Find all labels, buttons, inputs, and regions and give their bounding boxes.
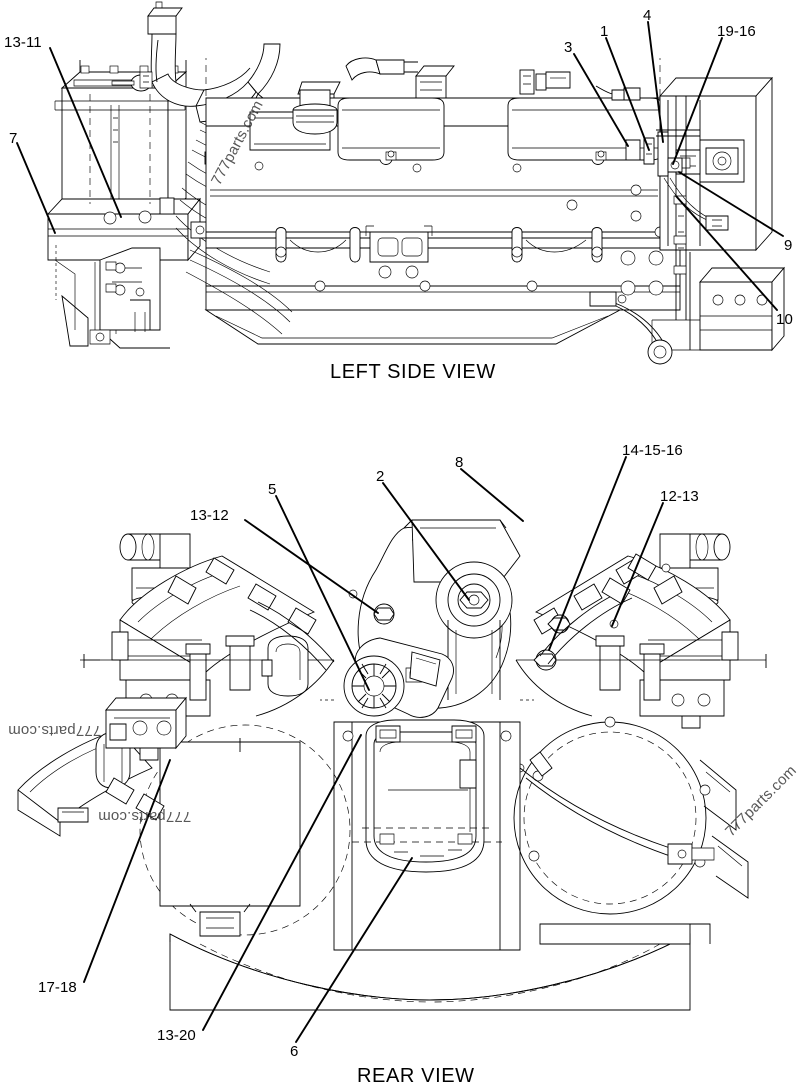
callout-14-15-16: 14-15-16 bbox=[622, 442, 683, 459]
reference-lines bbox=[55, 58, 661, 300]
callout-10: 10 bbox=[776, 311, 793, 328]
leader-lines-rear-view bbox=[83, 456, 664, 1043]
callout-13-11: 13-11 bbox=[4, 34, 42, 51]
left-mount-bracket bbox=[89, 247, 170, 349]
left-flywheel-disc bbox=[139, 724, 351, 937]
rear-bracket-parts bbox=[625, 129, 729, 231]
watermark-rear-left2: 777parts.com bbox=[98, 808, 192, 825]
leader-lines-left-view bbox=[16, 21, 784, 311]
callout-13-12: 13-12 bbox=[190, 507, 229, 524]
left-side-view-artwork bbox=[46, 1, 785, 365]
callout-1: 1 bbox=[600, 23, 609, 40]
oil-line bbox=[589, 291, 673, 365]
oil-pump-lower bbox=[105, 696, 187, 761]
left-tubes bbox=[249, 601, 335, 717]
valve-covers bbox=[249, 97, 663, 165]
flywheel-housing-center bbox=[333, 719, 521, 951]
right-flywheel-disc bbox=[513, 716, 715, 915]
oil-pan bbox=[169, 923, 711, 1011]
callout-17-18: 17-18 bbox=[38, 979, 77, 996]
left-side-view-title: LEFT SIDE VIEW bbox=[330, 361, 496, 383]
rear-view-title: REAR VIEW bbox=[357, 1065, 475, 1087]
right-accessory-housing bbox=[651, 76, 785, 352]
callout-5: 5 bbox=[268, 481, 277, 498]
callout-13-20: 13-20 bbox=[157, 1027, 196, 1044]
callout-3: 3 bbox=[564, 39, 573, 56]
right-head-bank bbox=[516, 555, 767, 729]
callout-7: 7 bbox=[9, 130, 18, 147]
callout-8: 8 bbox=[455, 454, 464, 471]
callout-9: 9 bbox=[784, 237, 793, 254]
callout-2: 2 bbox=[376, 468, 385, 485]
top-fittings bbox=[345, 57, 641, 101]
callout-19-16: 19-16 bbox=[717, 23, 756, 40]
rear-view-artwork bbox=[17, 519, 767, 1011]
radiator-assembly bbox=[46, 60, 201, 347]
left-lower-hoses bbox=[185, 249, 293, 335]
right-lower-rails bbox=[699, 759, 749, 899]
intake-manifold bbox=[292, 89, 338, 135]
crankcase-detail bbox=[275, 225, 664, 296]
idler-bolts bbox=[348, 563, 671, 773]
callout-4: 4 bbox=[643, 7, 652, 24]
left-lower-cone bbox=[17, 729, 165, 837]
callout-12-13: 12-13 bbox=[660, 488, 699, 505]
watermark-rear-left: 777parts.com bbox=[8, 722, 102, 739]
centerlines bbox=[80, 659, 720, 701]
left-inspection-detail bbox=[261, 635, 309, 697]
callout-6: 6 bbox=[290, 1043, 299, 1060]
head-bolts bbox=[254, 161, 666, 238]
